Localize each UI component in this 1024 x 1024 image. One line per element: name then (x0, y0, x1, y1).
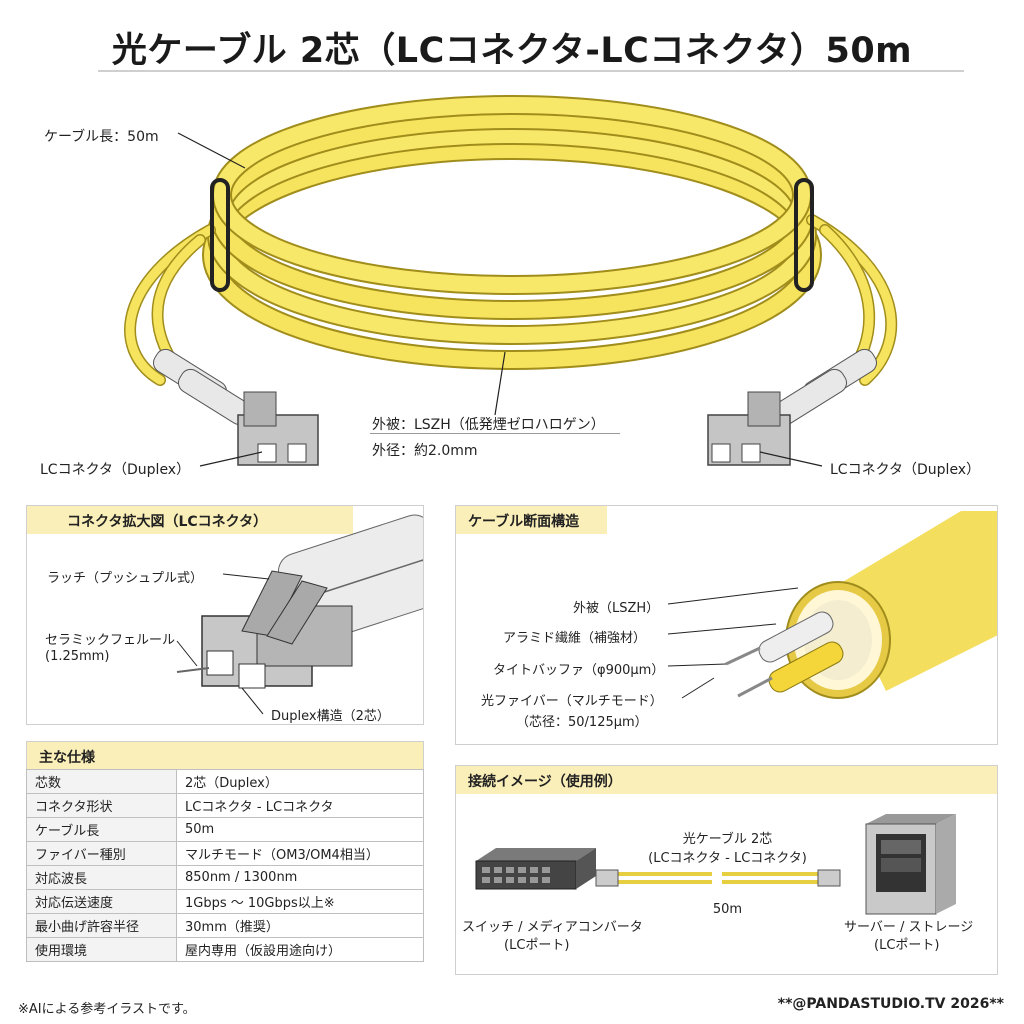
connector-right-label: LCコネクタ（Duplex） (830, 462, 981, 478)
spec-key: 対応伝送速度 (26, 889, 177, 914)
footer-note: ※AIによる参考イラストです。 (18, 1002, 196, 1017)
spec-header: 主な仕様 (26, 741, 424, 770)
connection-panel-header: 接続イメージ（使用例） (456, 766, 997, 794)
spec-value: 2芯（Duplex） (176, 769, 424, 794)
fiber-label: 光ファイバー（マルチモード） (481, 694, 663, 709)
ferrule-size-label: (1.25mm) (45, 649, 110, 664)
spec-value: 1Gbps 〜 10Gbps以上※ (176, 889, 424, 914)
connection-panel-title: 接続イメージ（使用例） (468, 774, 622, 790)
connector-panel-header: コネクタ拡大図（LCコネクタ） (27, 506, 353, 534)
outer-diameter-label: 外径：約2.0mm (372, 443, 478, 459)
section-panel-title: ケーブル断面構造 (468, 514, 580, 530)
jacket-label: 外被：LSZH（低発煙ゼロハロゲン） (372, 417, 605, 433)
connection-panel: 接続イメージ（使用例） 光ケーブル 2芯 (LCコネクタ - LCコネクタ) 5… (455, 765, 998, 975)
duplex-label: Duplex構造（2芯） (271, 709, 390, 724)
spec-key: 使用環境 (26, 937, 177, 962)
connector-detail-panel: コネクタ拡大図（LCコネクタ） ラッチ（プッシュプル式） セラミックフェルール … (26, 505, 424, 725)
core-label: （芯径：50/125μm） (516, 715, 648, 730)
section-jacket-label: 外被（LSZH） (573, 601, 660, 616)
coiled-cable-illustration (124, 95, 898, 467)
buffer-label: タイトバッファ（φ900μm） (493, 663, 665, 678)
switch-port-label: (LCポート) (504, 938, 570, 953)
connection-illustration (475, 814, 956, 915)
spec-row: ファイバー種別マルチモード（OM3/OM4相当） (26, 841, 424, 866)
spec-key: コネクタ形状 (26, 793, 177, 818)
spec-key: ケーブル長 (26, 817, 177, 842)
spec-value: 850nm / 1300nm (176, 865, 424, 890)
spec-value: 屋内専用（仮設用途向け） (176, 937, 424, 962)
spec-key: 対応波長 (26, 865, 177, 890)
page-title: 光ケーブル 2芯（LCコネクタ-LCコネクタ）50m (111, 31, 913, 71)
title-underline (98, 70, 964, 72)
server-label: サーバー / ストレージ (844, 920, 974, 935)
cable-example-sub: (LCコネクタ - LCコネクタ) (648, 851, 807, 866)
connector-left-label: LCコネクタ（Duplex） (40, 462, 191, 478)
spec-value: LCコネクタ - LCコネクタ (176, 793, 424, 818)
connector-panel-title: コネクタ拡大図（LCコネクタ） (67, 514, 268, 530)
cross-section-panel: ケーブル断面構造 外被（LSZH） アラミド繊維（補強材） タイトバッファ（φ9… (455, 505, 998, 745)
latch-label: ラッチ（プッシュプル式） (47, 571, 204, 586)
cable-length-label: ケーブル長：50m (44, 129, 159, 145)
spec-value: マルチモード（OM3/OM4相当） (176, 841, 424, 866)
spec-value: 30mm（推奨） (176, 913, 424, 938)
spec-key: ファイバー種別 (26, 841, 177, 866)
switch-label: スイッチ / メディアコンバータ (462, 920, 643, 935)
spec-key: 最小曲げ許容半径 (26, 913, 177, 938)
server-port-label: (LCポート) (874, 938, 940, 953)
section-panel-header: ケーブル断面構造 (456, 506, 607, 534)
spec-key: 芯数 (26, 769, 177, 794)
spec-value: 50m (176, 817, 424, 842)
spec-row: 使用環境屋内専用（仮設用途向け） (26, 937, 424, 962)
ferrule-label: セラミックフェルール (45, 633, 176, 648)
cable-example-length: 50m (712, 902, 743, 917)
footer-credit: **@PANDASTUDIO.TV 2026** (777, 996, 1004, 1012)
jacket-divider (370, 433, 620, 434)
cross-section-illustration (667, 511, 997, 699)
cable-example-label: 光ケーブル 2芯 (682, 832, 773, 847)
connector-closeup-illustration (176, 514, 423, 715)
spec-title: 主な仕様 (39, 750, 95, 766)
aramid-label: アラミド繊維（補強材） (503, 631, 647, 646)
